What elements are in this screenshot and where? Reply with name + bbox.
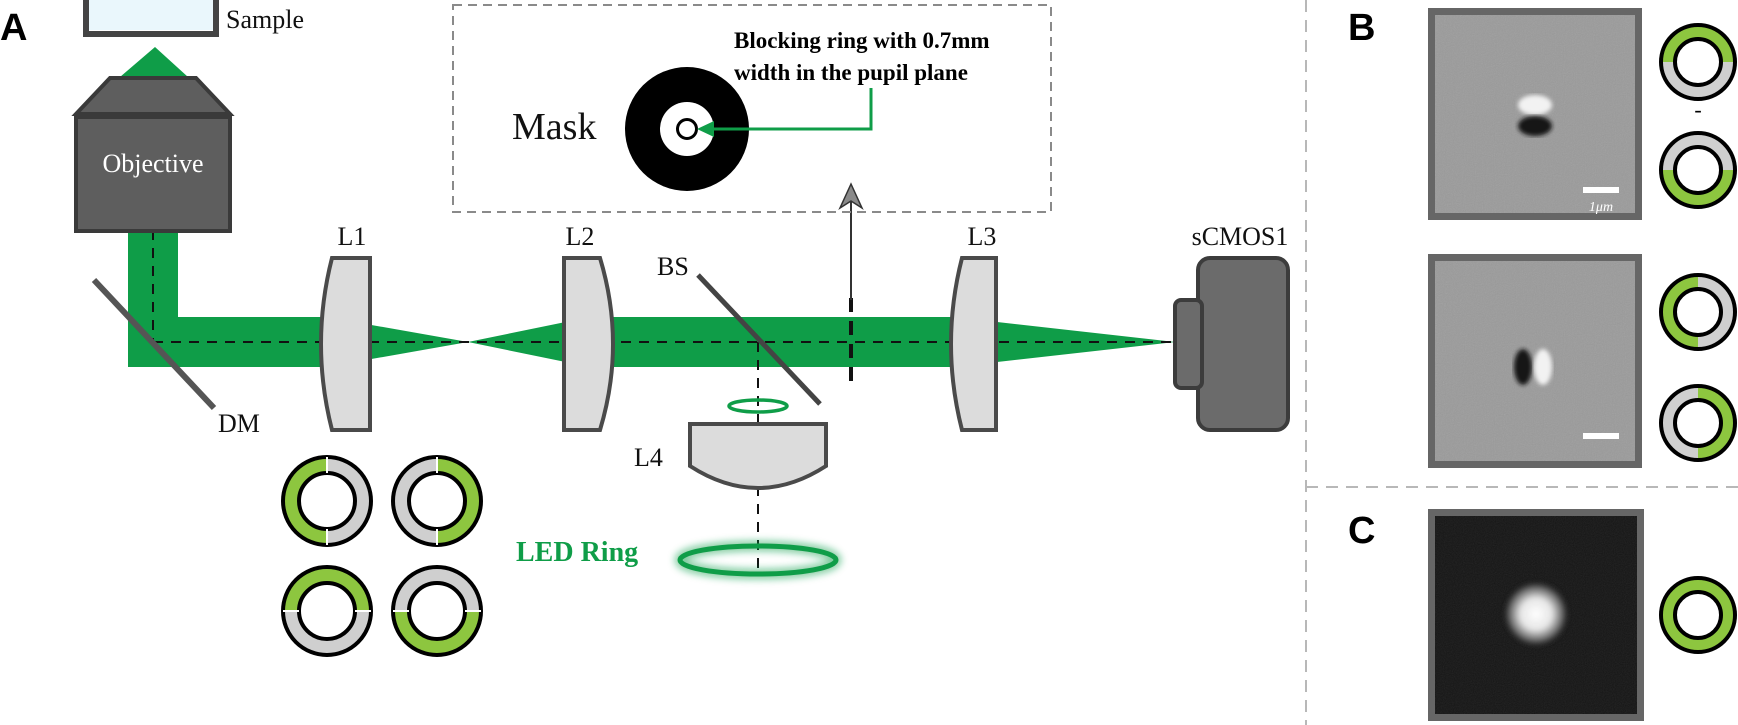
lens-l1 <box>319 256 372 432</box>
mask-callout-line1: Blocking ring with 0.7mm <box>734 28 990 53</box>
ring-icon-bottom-half <box>391 565 483 657</box>
pupil-arrow-head <box>838 182 864 210</box>
callout-arrow <box>697 88 873 137</box>
ring-icon-top-half <box>281 565 373 657</box>
scale-bar-label: 1μm <box>1589 200 1613 215</box>
ring-icon-b2-right <box>1659 384 1737 462</box>
l2-label: L2 <box>566 222 595 251</box>
brightfield-image <box>1428 509 1644 721</box>
dpc-image-horizontal <box>1428 254 1642 468</box>
beam-splitter <box>696 273 822 406</box>
ring-icon-b2-left <box>1659 273 1737 351</box>
l1-label: L1 <box>338 222 367 251</box>
dichroic-mirror <box>91 277 217 411</box>
bs-label: BS <box>657 252 689 281</box>
camera-label: sCMOS1 <box>1192 222 1289 251</box>
panel-label-c: C <box>1348 510 1375 552</box>
objective-label: Objective <box>102 149 203 178</box>
minus-sign-top: - <box>1694 97 1701 122</box>
dm-label: DM <box>218 409 260 438</box>
ring-icon-full <box>1659 576 1737 654</box>
l4-label: L4 <box>634 443 663 472</box>
ring-icon-b1-bottom <box>1659 131 1737 209</box>
ring-icon-b1-top <box>1659 23 1737 101</box>
lens-l4 <box>688 422 828 490</box>
objective <box>71 76 235 233</box>
sample-dish <box>83 0 219 37</box>
panel-label-a: A <box>0 7 27 49</box>
l3-label: L3 <box>968 222 997 251</box>
ring-icon-left-half <box>281 455 373 547</box>
mask-disc <box>625 67 749 191</box>
led-ring-label: LED Ring <box>516 537 638 568</box>
projected-ring <box>727 398 789 414</box>
led-ring <box>675 541 841 579</box>
sample-label: Sample <box>226 5 304 34</box>
mask-label: Mask <box>512 106 596 148</box>
ring-icon-right-half <box>391 455 483 547</box>
illumination-patterns <box>281 455 483 657</box>
panel-b-ring-icons: - - <box>1659 23 1737 462</box>
lens-l2 <box>562 256 615 432</box>
panel-label-b: B <box>1348 7 1375 49</box>
scale-bar-2 <box>1583 433 1619 439</box>
scale-bar-1 <box>1583 187 1619 193</box>
dpc-image-vertical: 1μm <box>1428 8 1642 220</box>
lens-l3 <box>949 256 998 432</box>
mask-callout-line2: width in the pupil plane <box>734 60 968 85</box>
mask-inset-box <box>452 4 1052 213</box>
camera-scmos1 <box>1173 256 1290 432</box>
sample-cone <box>120 47 188 77</box>
